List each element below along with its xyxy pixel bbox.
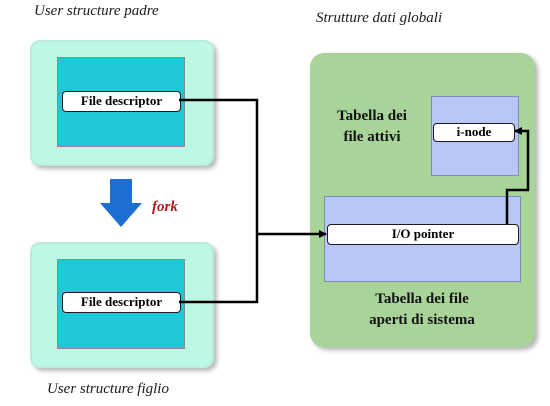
inode-entry: i-node — [433, 123, 515, 142]
inode-arrow — [505, 127, 530, 224]
open-files-title-line1: Tabella dei file — [375, 291, 469, 307]
active-files-title-line2: file attivi — [343, 129, 401, 145]
fork-label: fork — [152, 199, 178, 215]
io-pointer-entry: I/O pointer — [327, 224, 519, 245]
child-caption: User structure figlio — [47, 381, 169, 397]
active-files-title: Tabella dei file attivi — [322, 106, 422, 148]
child-fd-connector — [179, 234, 259, 304]
global-caption: Strutture dati globali — [316, 10, 443, 26]
open-files-title-line2: aperti di sistema — [369, 312, 475, 328]
fork-arrow-icon — [100, 179, 142, 227]
parent-caption: User structure padre — [34, 3, 159, 19]
parent-file-descriptor: File descriptor — [62, 91, 181, 112]
parent-fd-connector — [179, 98, 259, 234]
child-file-descriptor: File descriptor — [62, 292, 181, 313]
active-files-title-line1: Tabella dei — [337, 108, 407, 124]
open-files-title: Tabella dei file aperti di sistema — [312, 289, 532, 331]
